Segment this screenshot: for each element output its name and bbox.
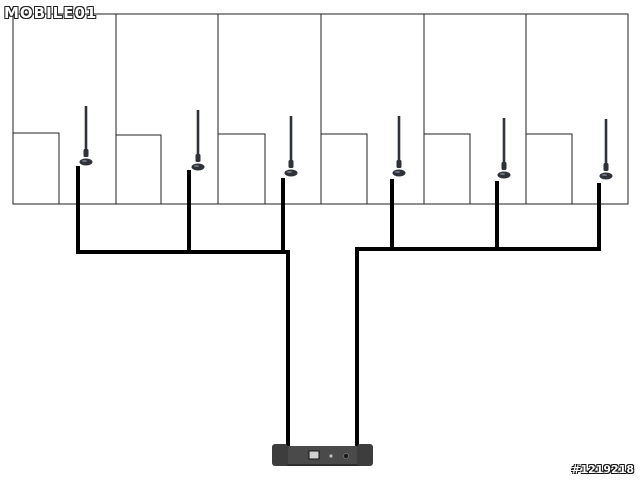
- antenna-icon: [497, 118, 511, 179]
- antenna-coil: [83, 149, 89, 157]
- antenna-whip: [604, 119, 608, 169]
- antenna-highlight: [500, 173, 505, 175]
- antenna-highlight: [395, 171, 400, 173]
- antenna-whip: [196, 110, 200, 160]
- router-right-foot: [357, 444, 373, 466]
- watermark-text: MOBILE01: [4, 4, 98, 22]
- room-cubicle: [424, 133, 471, 204]
- antenna-coil: [603, 163, 609, 171]
- room-cubicle: [13, 132, 60, 204]
- antenna-icon: [392, 116, 406, 177]
- cable-left-trunk: [76, 166, 290, 447]
- router-device: [272, 444, 373, 466]
- antenna-base: [191, 163, 205, 171]
- antenna-whip: [397, 116, 401, 166]
- cable-right-trunk: [355, 183, 601, 447]
- antenna-base: [497, 171, 511, 179]
- antenna-base: [392, 169, 406, 177]
- room-cubicle: [526, 133, 573, 204]
- router-led-icon: [329, 454, 333, 458]
- antenna-coil: [501, 162, 507, 170]
- room-cubicle: [218, 133, 266, 204]
- antenna-highlight: [82, 160, 87, 162]
- antenna-base: [284, 169, 298, 177]
- antenna-icon: [284, 116, 298, 177]
- antenna-whip: [289, 116, 293, 166]
- room-cubicle: [321, 133, 368, 204]
- router-back-panel: [288, 446, 357, 464]
- antenna-highlight: [602, 174, 607, 176]
- antenna-whip: [502, 118, 506, 168]
- antenna-icon: [79, 106, 93, 166]
- antenna-whip: [84, 106, 88, 155]
- antenna-base: [79, 158, 93, 166]
- antenna-coil: [195, 154, 201, 162]
- image-id-label: #1219218: [571, 463, 634, 476]
- router-ethernet-port-icon: [308, 450, 320, 460]
- antenna-icon: [599, 119, 613, 180]
- antenna-icon: [191, 110, 205, 171]
- antenna-highlight: [194, 165, 199, 167]
- router-left-foot: [272, 444, 288, 466]
- antenna-base: [599, 172, 613, 180]
- building-floorplan: [12, 13, 629, 205]
- antenna-group: [79, 106, 613, 180]
- room-cubicle: [116, 134, 162, 204]
- cable-network: [76, 166, 601, 447]
- router-power-jack-icon: [343, 453, 349, 459]
- antenna-highlight: [287, 171, 292, 173]
- watermark-logo: MOBILE01: [4, 2, 97, 24]
- antenna-coil: [288, 160, 294, 168]
- antenna-coil: [396, 160, 402, 168]
